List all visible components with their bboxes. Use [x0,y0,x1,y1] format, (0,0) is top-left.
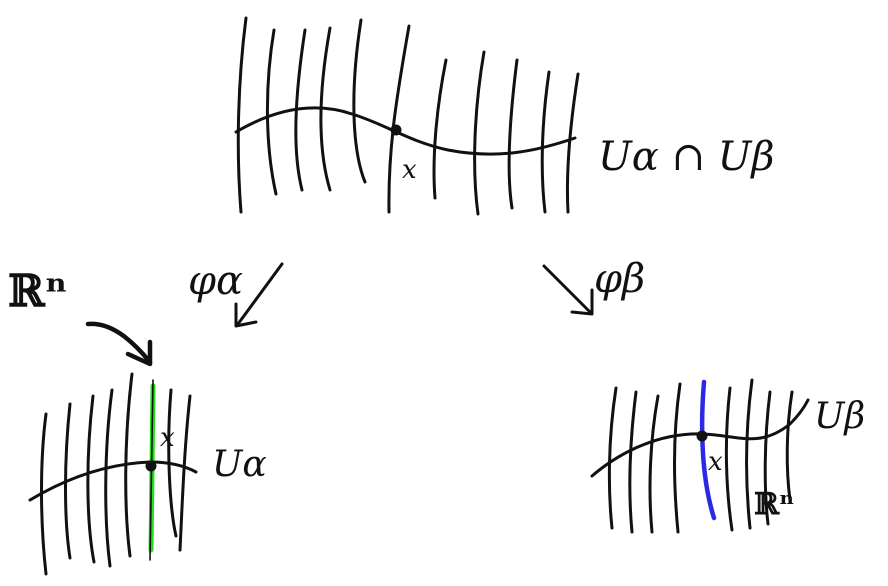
fiber-line [387,24,411,214]
left-space-label: ℝⁿ [8,266,67,317]
pointer-arrow [85,321,153,367]
right-region-fibers [607,378,794,534]
right-point-dot [696,430,708,442]
fiber-line [648,394,660,534]
right-highlight-fiber [699,379,717,521]
top-point-label: x [402,155,417,185]
fiber-line [628,390,638,534]
fiber-line [319,26,332,192]
fiber-line [724,386,734,532]
fiber-line [565,72,580,214]
left-point-label: x [160,423,175,453]
right-space-label: ℝⁿ [754,487,795,522]
fiber-line [540,70,551,214]
fiber-line [673,382,682,534]
fiber-line [104,388,114,568]
fiber-line [763,390,772,526]
right-region-curve [590,398,810,478]
fiber-line [265,28,278,196]
fiber-line [507,58,519,210]
map-beta-arrow [542,264,594,316]
left-region-curve [28,460,198,502]
fiber-line [745,378,754,530]
right-point-label: x [708,447,723,477]
fiber-line [473,50,486,216]
left-region-label: Uα [212,444,267,485]
fiber-line [294,28,307,192]
top-region-label: Uα ∩ Uβ [598,134,775,180]
map-alpha-label: φα [188,258,243,304]
top-point-dot [390,124,402,136]
fiber-line [124,372,134,558]
fiber-line [178,394,192,552]
fiber-line [432,58,448,200]
top-region-curve [234,106,577,156]
fiber-line [86,394,96,564]
fiber-line [167,388,178,538]
fiber-line [64,402,72,560]
fiber-line [236,16,248,214]
right-region-label: Uβ [814,396,865,437]
fiber-line [40,412,48,576]
fiber-line [352,18,367,184]
left-region-fibers [40,372,192,576]
fiber-line [785,390,794,502]
map-alpha-arrow [234,262,284,328]
left-point-dot [145,460,157,472]
map-beta-label: φβ [594,256,645,302]
